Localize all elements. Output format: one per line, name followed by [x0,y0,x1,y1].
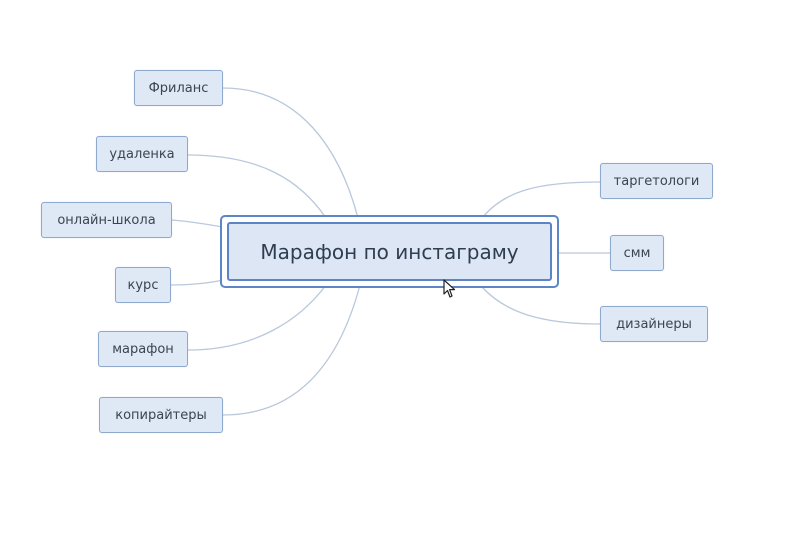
connector-designers [481,286,601,325]
connector-targetologists [481,181,601,219]
branch-copywriters[interactable]: копирайтеры [99,397,223,433]
connector-freelance [222,87,359,219]
mouse-cursor-icon [443,279,456,298]
branch-designers[interactable]: дизайнеры [600,306,708,342]
connector-remote [187,154,327,219]
branch-smm[interactable]: смм [610,235,664,271]
connector-copywriters [222,284,361,416]
branch-targetologists[interactable]: таргетологи [600,163,713,199]
branch-marathon[interactable]: марафон [98,331,188,367]
branch-course[interactable]: курс [115,267,171,303]
connector-marathon [187,284,327,351]
branch-online-school[interactable]: онлайн-школа [41,202,172,238]
branch-remote[interactable]: удаленка [96,136,188,172]
branch-freelance[interactable]: Фриланс [134,70,223,106]
central-topic[interactable]: Марафон по инстаграму [227,222,552,281]
